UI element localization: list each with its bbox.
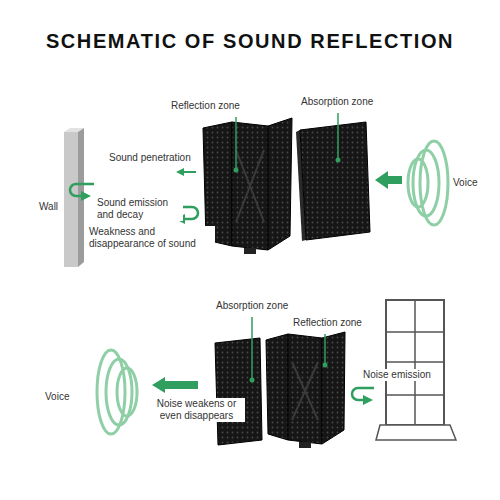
part-label: Wall [38,201,59,213]
wall-side [78,128,84,267]
panel-wing [268,118,292,250]
annotation: Noise emission [362,369,432,381]
leader-dot [234,168,239,173]
leader-line [251,317,253,380]
zone-label: Absorption zone [300,96,374,108]
panel-face [232,122,268,250]
zone-label: Reflection zone [292,317,363,329]
window-bars [386,300,444,425]
zone-label: Absorption zone [215,300,289,312]
wave [117,368,137,416]
panel-wing [322,332,345,444]
leader-dot [250,378,255,383]
panel-embossing [292,362,318,420]
leader-dot [336,158,341,163]
leader-lines [234,113,341,173]
annotation: Weakness and disappearance of sound [88,226,215,250]
zone-label: Reflection zone [170,100,241,112]
panel-wing [266,334,288,440]
panel-embossing [236,150,264,222]
sound-arrows [152,377,374,400]
annotation: Noise weakens or even disappears [148,398,245,422]
panel-face [300,122,370,240]
leader-line [337,113,339,160]
annotation: Sound emission and decay [96,197,183,221]
annotation: Sound penetration [108,152,192,164]
wall [64,128,84,267]
leader-line [324,334,326,365]
penetration-arrow [180,171,196,173]
noise-arrow [152,377,198,393]
sound-waves [97,350,137,434]
sound-waves [408,141,448,225]
absorption-panel [296,122,370,241]
wave [408,159,428,207]
wave [413,150,439,216]
panel-face [215,338,262,445]
return-arrow [70,184,94,196]
window-sill [376,425,456,440]
return-arrow [352,388,374,400]
wave [420,141,448,225]
panel-mount [299,442,311,448]
voice-arrow [375,171,402,189]
absorption-panel [215,338,262,445]
wall-face [64,132,78,267]
reflection-panel [266,332,345,448]
leader-dot [323,363,328,368]
wave [97,350,125,434]
window-frame [386,300,444,425]
part-label: Voice [452,177,478,189]
part-label: Voice [44,391,70,403]
leader-line [235,117,237,170]
panel-mount [244,248,256,254]
panel-face [288,334,322,444]
wave [106,359,132,425]
reflection-panel [203,118,292,254]
diagram-title: SCHEMATIC OF SOUND REFLECTION [0,30,500,53]
